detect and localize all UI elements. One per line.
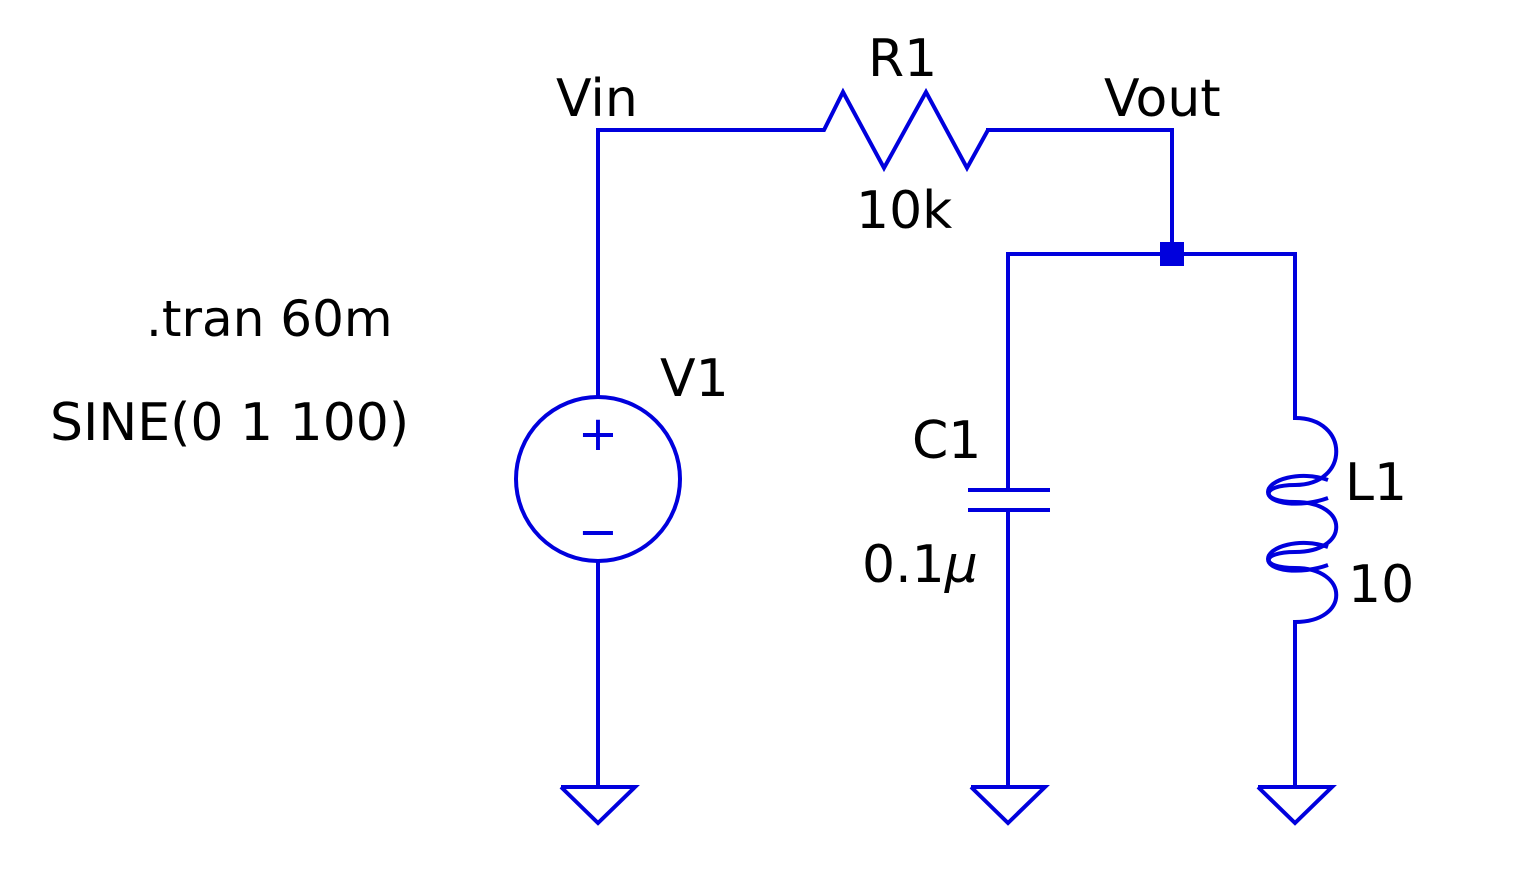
junction-dot-icon xyxy=(1160,242,1184,266)
ground-icon xyxy=(559,785,640,826)
v1-name: V1 xyxy=(660,349,729,409)
r1-value: 10k xyxy=(856,181,952,241)
ground-l1 xyxy=(1256,785,1337,826)
ground-v1 xyxy=(559,785,640,826)
inductor-l1[interactable] xyxy=(1265,416,1339,624)
ground-c1 xyxy=(969,785,1050,826)
ground-icon xyxy=(969,785,1050,826)
v1-minus-sign: − xyxy=(578,504,618,560)
net-label-vin: Vin xyxy=(556,69,638,129)
wire-vout[interactable] xyxy=(986,128,1174,256)
tran-directive: .tran 60m xyxy=(146,290,393,348)
inductor-loop-1 xyxy=(1265,474,1329,506)
wires xyxy=(596,128,1297,787)
v1-value: SINE(0 1 100) xyxy=(50,393,409,453)
inductor-loop-2 xyxy=(1265,541,1329,573)
voltage-source-v1[interactable]: + − xyxy=(514,395,682,563)
resistor-icon xyxy=(808,87,990,173)
l1-name: L1 xyxy=(1345,453,1407,513)
l1-value: 10 xyxy=(1348,555,1414,615)
wire-l1-top[interactable] xyxy=(1170,252,1297,420)
wire-vin[interactable] xyxy=(596,128,810,397)
ground-icon xyxy=(1256,785,1337,826)
r1-name: R1 xyxy=(868,29,937,89)
c1-value: 0.1μ xyxy=(862,535,978,595)
c1-name: C1 xyxy=(912,411,981,471)
voltage-source-icon xyxy=(514,395,682,563)
c1-value-unit: μ xyxy=(944,535,978,595)
v1-plus-sign: + xyxy=(578,406,618,462)
resistor-r1[interactable] xyxy=(808,87,990,173)
capacitor-c1[interactable] xyxy=(968,488,1050,512)
c1-value-number: 0.1 xyxy=(862,535,945,595)
net-label-vout: Vout xyxy=(1104,69,1221,129)
wire-c1-top[interactable] xyxy=(1006,252,1174,492)
inductor-icon xyxy=(1266,416,1339,624)
